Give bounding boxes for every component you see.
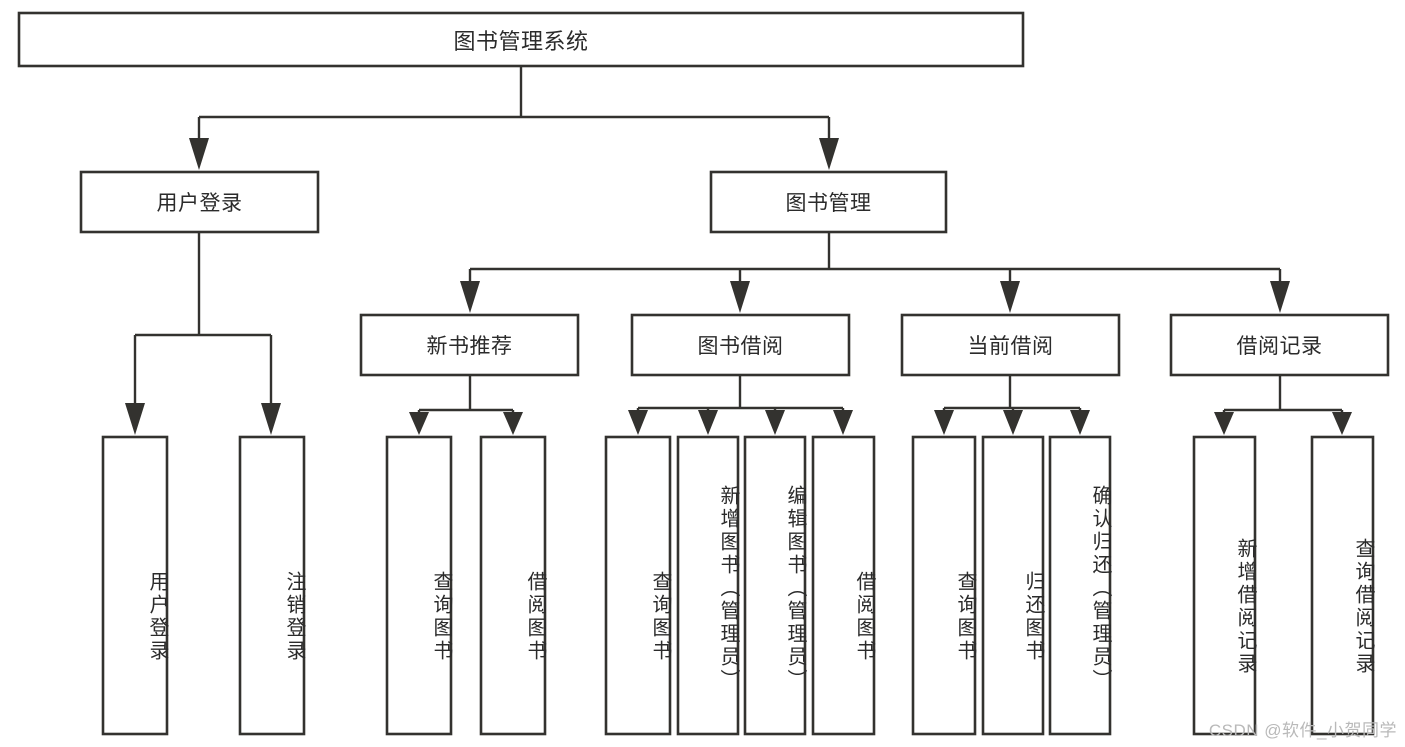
node-box-root[interactable]	[17, 11, 1025, 68]
arrow-head-leaf-query-book-a	[409, 412, 429, 435]
arrow-head-leaf-return-book	[1003, 410, 1023, 435]
node-box-book-borrow[interactable]	[630, 313, 851, 377]
arrow-head-current-borrow	[1000, 281, 1020, 313]
leaf-box-confirm-return-admin[interactable]	[1048, 435, 1112, 736]
node-box-new-book-recommend[interactable]	[359, 313, 580, 377]
arrow-head-leaf-add-book-admin	[698, 410, 718, 435]
arrow-head-leaf-borrow-book-a	[503, 412, 523, 435]
arrow-head-leaf-edit-book-admin	[765, 410, 785, 435]
arrow-head-user-login	[189, 138, 209, 170]
leaf-box-query-book-c[interactable]	[911, 435, 977, 736]
arrow-head-leaf-query-book-b	[628, 410, 648, 435]
arrow-head-leaf-user-login	[125, 403, 145, 435]
arrow-head-book-management	[819, 138, 839, 170]
node-box-current-borrow[interactable]	[900, 313, 1121, 377]
leaf-box-add-borrow-record[interactable]	[1192, 435, 1257, 736]
arrow-head-leaf-logout	[261, 403, 281, 435]
arrow-head-leaf-borrow-book-b	[833, 410, 853, 435]
leaf-box-borrow-book-b[interactable]	[811, 435, 876, 736]
arrow-head-leaf-add-borrow-record	[1214, 412, 1234, 435]
leaf-box-edit-book-admin[interactable]	[743, 435, 807, 736]
arrow-head-leaf-query-borrow-record	[1332, 412, 1352, 435]
leaf-box-query-book-b[interactable]	[604, 435, 672, 736]
leaf-box-query-borrow-record[interactable]	[1310, 435, 1375, 736]
arrow-head-leaf-confirm-return-admin	[1070, 410, 1090, 435]
arrow-head-new-book-recommend	[460, 281, 480, 313]
leaf-box-query-book-a[interactable]	[385, 435, 453, 736]
leaf-box-borrow-book-a[interactable]	[479, 435, 547, 736]
leaf-box-return-book[interactable]	[981, 435, 1045, 736]
leaf-box-add-book-admin[interactable]	[676, 435, 740, 736]
node-box-user-login[interactable]	[79, 170, 320, 234]
arrow-head-borrow-records	[1270, 281, 1290, 313]
leaf-box-user-login[interactable]	[101, 435, 169, 736]
leaf-box-logout[interactable]	[238, 435, 306, 736]
node-box-borrow-records[interactable]	[1169, 313, 1390, 377]
node-box-book-management[interactable]	[709, 170, 948, 234]
arrow-head-leaf-query-book-c	[934, 410, 954, 435]
arrow-head-book-borrow	[730, 281, 750, 313]
